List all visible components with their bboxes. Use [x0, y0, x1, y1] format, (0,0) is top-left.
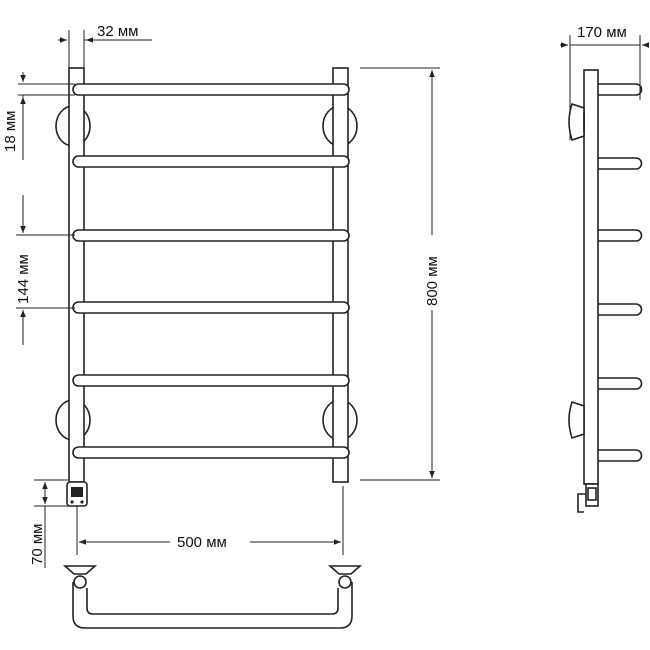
rung-6 [72, 446, 350, 459]
label-total-width: 500 мм [177, 534, 227, 551]
bottom-view [62, 565, 363, 629]
dimension-lines [16, 30, 649, 568]
rung-4 [72, 301, 350, 314]
rung-3 [72, 229, 350, 242]
label-depth: 170 мм [577, 24, 627, 41]
side-vertical-tube [583, 69, 599, 485]
label-connector-offset: 70 мм [29, 524, 46, 565]
label-rung-spacing: 144 мм [15, 254, 32, 304]
right-vertical-tube [332, 67, 349, 483]
side-connector [577, 483, 599, 513]
electric-connector [66, 481, 88, 512]
label-rung-thickness: 18 мм [2, 111, 19, 152]
rung-5 [72, 374, 350, 387]
rung-1 [72, 83, 350, 96]
dimension-labels: 32 мм 18 мм 144 мм 800 мм 500 мм 70 мм 1… [2, 23, 627, 565]
side-wall-mounts [568, 102, 585, 440]
front-view [55, 67, 358, 512]
rung-2 [72, 155, 350, 168]
side-view [568, 35, 643, 513]
rungs [72, 83, 350, 459]
side-rungs [598, 83, 643, 462]
label-tube-width: 32 мм [97, 23, 138, 40]
left-vertical-tube [68, 67, 85, 483]
label-total-height: 800 мм [424, 256, 441, 306]
